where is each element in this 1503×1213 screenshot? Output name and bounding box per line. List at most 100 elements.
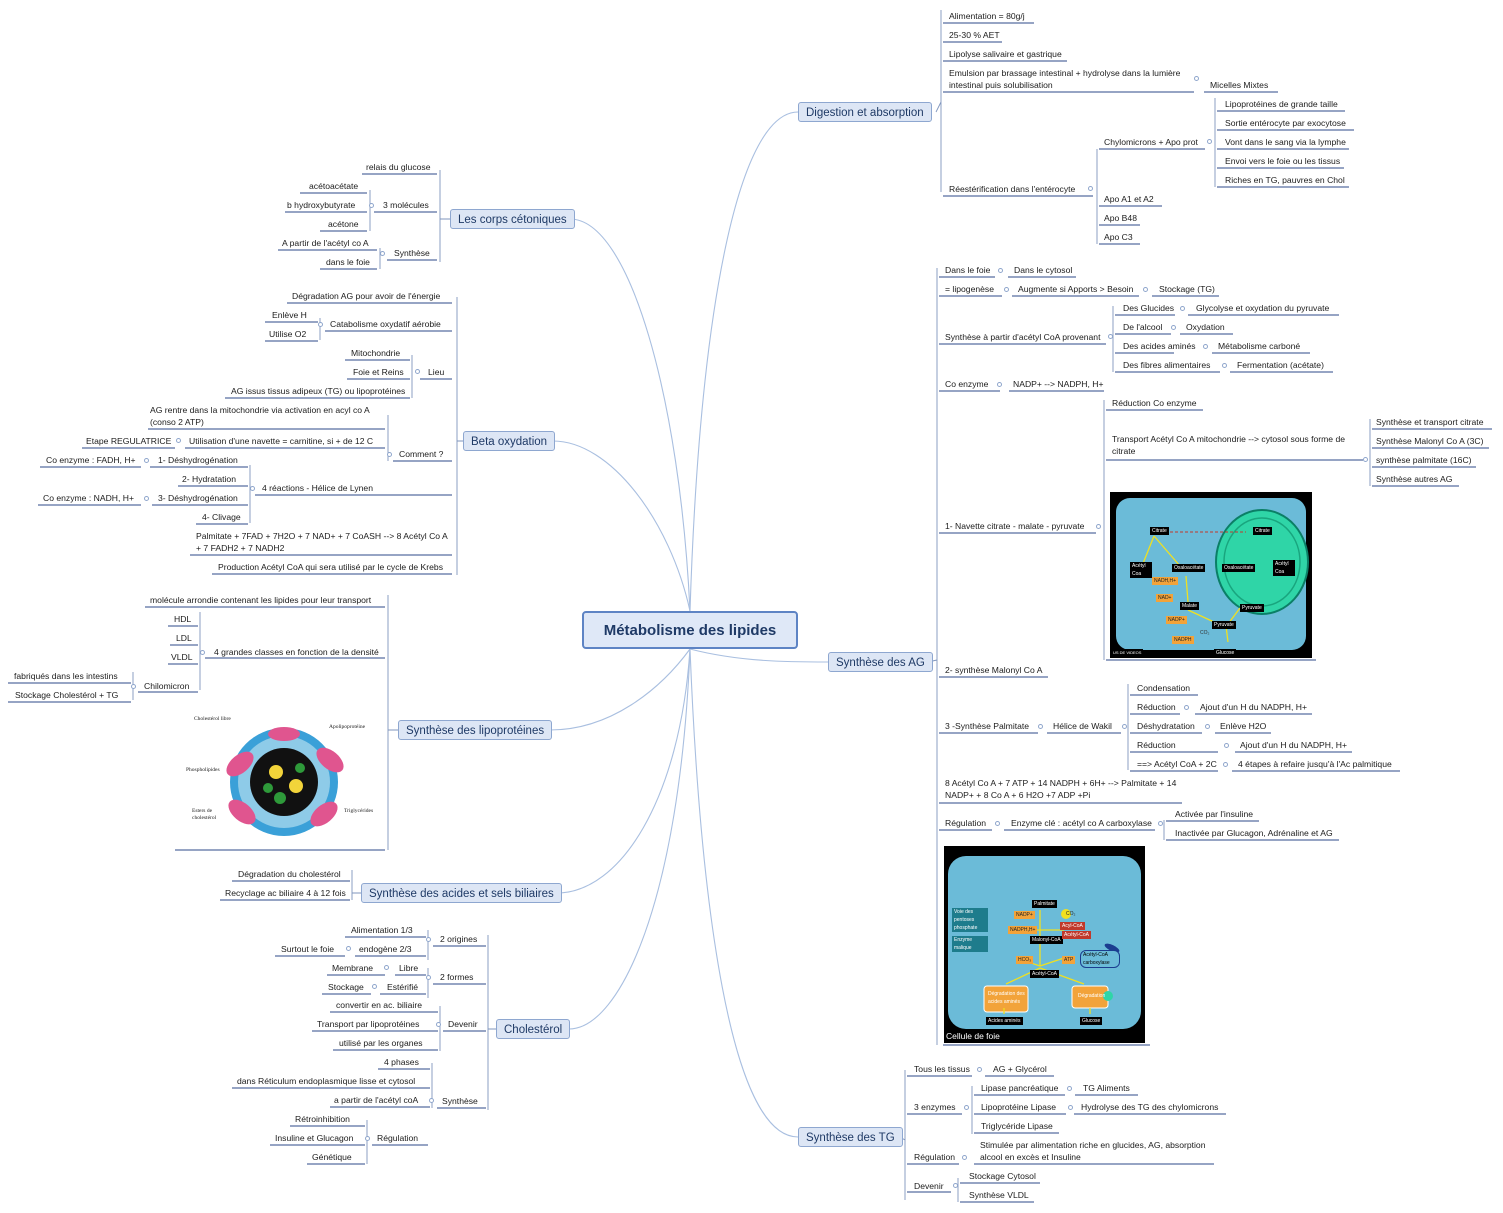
node-nadp[interactable]: NADP+ --> NADPH, H+ [1013, 379, 1104, 389]
node-reaction[interactable]: 1- Déshydrogénation [158, 455, 238, 465]
node-ag-rentre[interactable]: AG rentre dans la mitochondrie via activ… [150, 405, 370, 427]
node-transport-item[interactable]: synthèse palmitate (16C) [1376, 455, 1472, 465]
node-apo[interactable]: Apo A1 et A2 [1104, 194, 1154, 204]
node-molecule[interactable]: acétone [328, 219, 359, 229]
node-source[interactable]: Des Glucides [1123, 303, 1175, 313]
node-relais[interactable]: relais du glucose [366, 162, 431, 172]
node-production[interactable]: Production Acétyl CoA qui sera utilisé p… [218, 562, 443, 572]
collapse-dot[interactable] [415, 369, 420, 374]
collapse-dot[interactable] [144, 496, 149, 501]
branch-lipoproteines[interactable]: Synthèse des lipoprotéines [398, 720, 553, 740]
node-augmente[interactable]: Augmente si Apports > Besoin [1018, 284, 1134, 294]
node-alimentation[interactable]: Alimentation = 80g/j [949, 11, 1025, 21]
node-surtout-foie[interactable]: Surtout le foie [281, 944, 335, 954]
node-tgl[interactable]: Triglycéride Lipase [981, 1121, 1053, 1131]
node-class[interactable]: LDL [176, 633, 192, 643]
collapse-dot[interactable] [1143, 287, 1148, 292]
collapse-dot[interactable] [1224, 743, 1229, 748]
node-fabriques[interactable]: fabriqués dans les intestins [14, 671, 118, 681]
node-alimentation-chol[interactable]: Alimentation 1/3 [351, 925, 413, 935]
collapse-dot[interactable] [1171, 325, 1176, 330]
collapse-dot[interactable] [998, 268, 1003, 273]
node-ajout[interactable]: Ajout d'un H du NADPH, H+ [1240, 740, 1347, 750]
node-tg-regulation[interactable]: Régulation [914, 1152, 956, 1162]
node-chylo-item[interactable]: Lipoprotéines de grande taille [1225, 99, 1338, 109]
node-micelles[interactable]: Micelles Mixtes [1210, 80, 1269, 90]
node-lieu-item[interactable]: Foie et Reins [353, 367, 404, 377]
node-tous-tissus[interactable]: Tous les tissus [914, 1064, 970, 1074]
node-ajout[interactable]: Ajout d'un H du NADPH, H+ [1200, 702, 1307, 712]
node-chylo-item[interactable]: Vont dans le sang via la lymphe [1225, 137, 1346, 147]
node-activee[interactable]: Activée par l'insuline [1175, 809, 1254, 819]
node-lieu[interactable]: Lieu [428, 367, 445, 377]
node-3-enzymes[interactable]: 3 enzymes [914, 1102, 956, 1112]
node-source[interactable]: Des acides aminés [1123, 341, 1196, 351]
collapse-dot[interactable] [1363, 457, 1368, 462]
collapse-dot[interactable] [1184, 705, 1189, 710]
node-devenir[interactable]: Devenir [914, 1181, 944, 1191]
node-palmitate[interactable]: 3 -Synthèse Palmitate [945, 721, 1030, 731]
branch-synthese-ag[interactable]: Synthèse des AG [828, 652, 933, 672]
node-synthese-item[interactable]: a partir de l'acétyl coA [334, 1095, 419, 1105]
node-acetyl-2c[interactable]: ==> Acétyl CoA + 2C [1137, 759, 1217, 769]
collapse-dot[interactable] [962, 1155, 967, 1160]
node-transport[interactable]: Transport Acétyl Co A mitochondrie --> c… [1112, 434, 1346, 456]
node-2-formes[interactable]: 2 formes [440, 972, 474, 982]
node-degradation-chol[interactable]: Dégradation du cholestérol [238, 869, 341, 879]
node-lieu-item[interactable]: AG issus tissus adipeux (TG) ou lipoprot… [231, 386, 406, 396]
node-chylo-item[interactable]: Riches en TG, pauvres en Chol [1225, 175, 1345, 185]
node-synthese[interactable]: Synthèse [394, 248, 430, 258]
branch-digestion[interactable]: Digestion et absorption [798, 102, 932, 122]
node-lpl[interactable]: Lipoprotéine Lipase [981, 1102, 1057, 1112]
node-transport-item[interactable]: Synthèse autres AG [1376, 474, 1453, 484]
node-etapes[interactable]: 4 étapes à refaire jusqu'à l'Ac palmitiq… [1238, 759, 1392, 769]
node-synthese-item[interactable]: dans Réticulum endoplasmique lisse et cy… [237, 1076, 416, 1086]
node-reaction-coenzyme[interactable]: Co enzyme : FADH, H+ [46, 455, 136, 465]
node-4-classes[interactable]: 4 grandes classes en fonction de la dens… [214, 647, 379, 657]
node-etape-regulatrice[interactable]: Etape REGULATRICE [86, 436, 172, 446]
node-catabolisme[interactable]: Catabolisme oxydatif aérobie [330, 319, 441, 329]
branch-corps-cetoniques[interactable]: Les corps cétoniques [450, 209, 575, 229]
node-navette[interactable]: 1- Navette citrate - malate - pyruvate [945, 521, 1085, 531]
node-libre[interactable]: Libre [399, 963, 419, 973]
node-molecule[interactable]: acétoacétate [309, 181, 359, 191]
collapse-dot[interactable] [200, 650, 205, 655]
node-ag-glycerol[interactable]: AG + Glycérol [993, 1064, 1047, 1074]
collapse-dot[interactable] [1223, 762, 1228, 767]
node-chol-synthese[interactable]: Synthèse [442, 1096, 478, 1106]
node-lipolyse[interactable]: Lipolyse salivaire et gastrique [949, 49, 1062, 59]
collapse-dot[interactable] [1067, 1086, 1072, 1091]
node-devenir-item[interactable]: Transport par lipoprotéines [317, 1019, 420, 1029]
node-coenzyme[interactable]: Co enzyme [945, 379, 989, 389]
node-2-origines[interactable]: 2 origines [440, 934, 478, 944]
node-enleve-h[interactable]: Enlève H [272, 310, 307, 320]
node-chol-devenir[interactable]: Devenir [448, 1019, 478, 1029]
node-stockage-chol[interactable]: Stockage Cholestérol + TG [15, 690, 119, 700]
node-chylo-item[interactable]: Envoi vers le foie ou les tissus [1225, 156, 1341, 166]
node-stimulee[interactable]: Stimulée par alimentation riche en gluci… [980, 1140, 1206, 1162]
node-molecule-arrondie[interactable]: molécule arrondie contenant les lipides … [150, 595, 372, 605]
node-reduction[interactable]: Réduction [1137, 740, 1176, 750]
collapse-dot[interactable] [384, 965, 389, 970]
collapse-dot[interactable] [176, 438, 181, 443]
collapse-dot[interactable] [436, 1022, 441, 1027]
node-source[interactable]: Des fibres alimentaires [1123, 360, 1211, 370]
node-reaction-coenzyme[interactable]: Co enzyme : NADH, H+ [43, 493, 134, 503]
node-hydrolyse[interactable]: Hydrolyse des TG des chylomicrons [1081, 1102, 1219, 1112]
collapse-dot[interactable] [1203, 344, 1208, 349]
collapse-dot[interactable] [995, 821, 1000, 826]
node-regulation-item[interactable]: Génétique [312, 1152, 352, 1162]
node-reduction-co[interactable]: Réduction Co enzyme [1112, 398, 1197, 408]
node-devenir-item[interactable]: utilisé par les organes [339, 1038, 423, 1048]
collapse-dot[interactable] [250, 486, 255, 491]
collapse-dot[interactable] [1205, 724, 1210, 729]
node-reaction[interactable]: 4- Clivage [202, 512, 241, 522]
collapse-dot[interactable] [426, 937, 431, 942]
node-palmitate-equation[interactable]: Palmitate + 7FAD + 7H2O + 7 NAD+ + 7 CoA… [196, 531, 448, 553]
node-lieu-item[interactable]: Mitochondrie [351, 348, 401, 358]
node-chilomicron[interactable]: Chilomicron [144, 681, 190, 691]
node-enleve[interactable]: Enlève H2O [1220, 721, 1267, 731]
node-reesterification[interactable]: Réestérification dans l'entérocyte [949, 184, 1076, 194]
node-condensation[interactable]: Condensation [1137, 683, 1191, 693]
node-source-detail[interactable]: Glycolyse et oxydation du pyruvate [1196, 303, 1330, 313]
